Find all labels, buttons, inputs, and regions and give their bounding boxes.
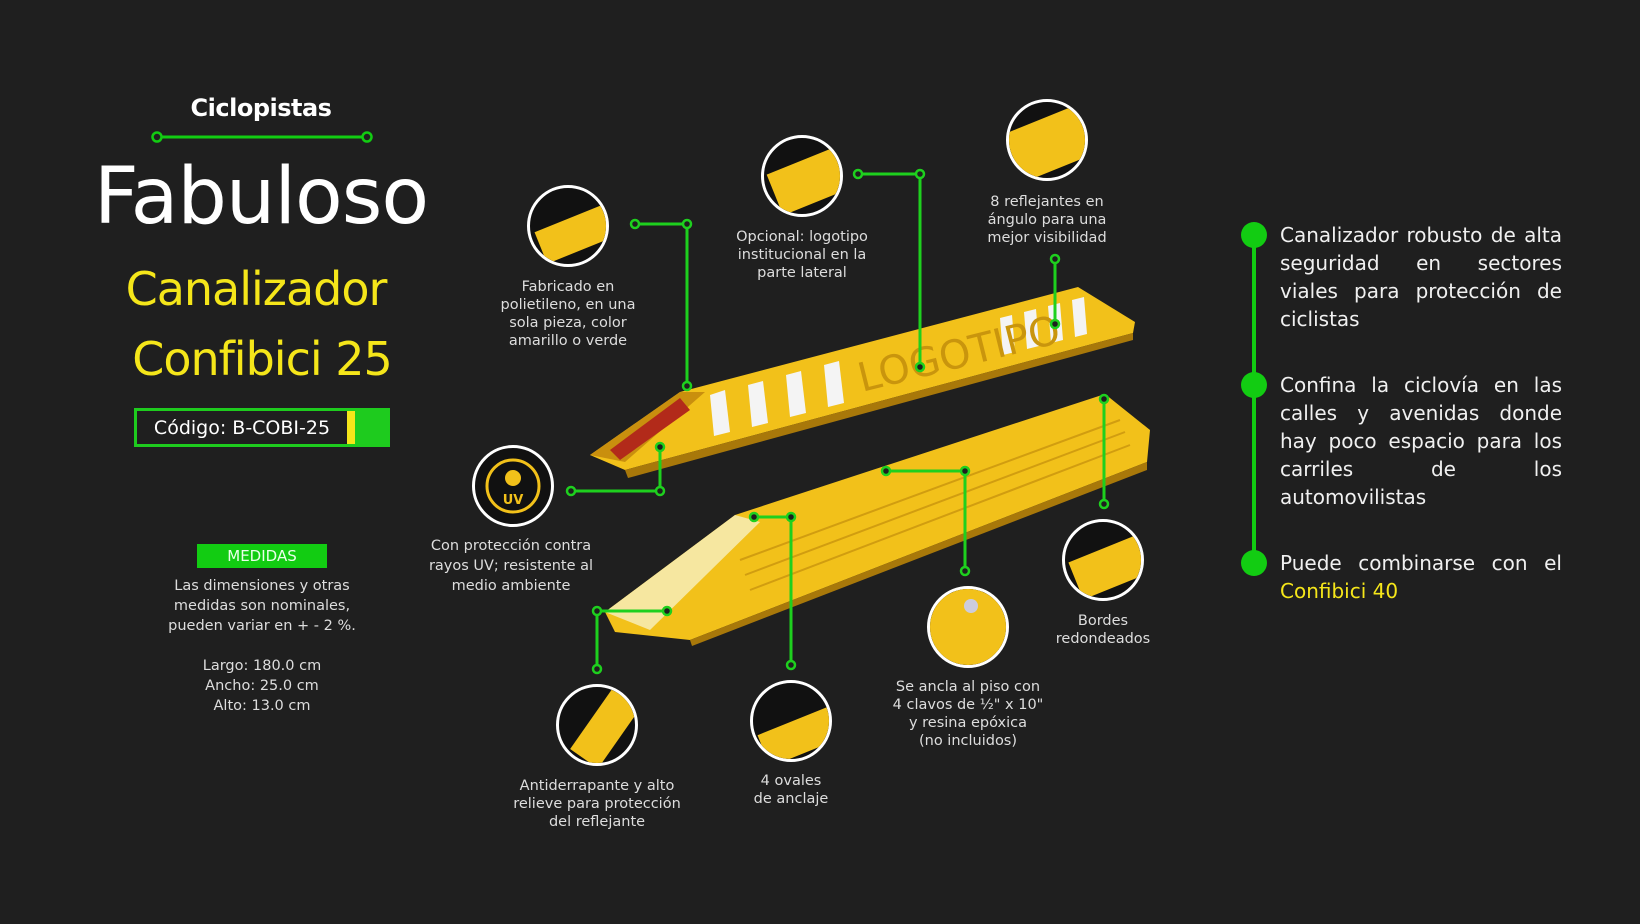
svg-text:UV: UV	[503, 493, 524, 508]
anchor-oval-icon	[750, 680, 832, 762]
product-name-line1: Canalizador	[125, 262, 388, 316]
feature-2: Confina la ciclovía en las calles y aven…	[1280, 373, 1562, 509]
note-line: pueden variar en + - 2 %.	[168, 618, 356, 634]
title-divider	[151, 131, 373, 143]
measures-label: MEDIDAS	[197, 544, 327, 568]
polyethylene-icon	[527, 185, 609, 267]
nail-icon	[927, 586, 1009, 668]
feature-1: Canalizador robusto de alta seguridad en…	[1280, 223, 1562, 331]
features-timeline	[1252, 235, 1256, 563]
rounded-edge-icon	[1062, 519, 1144, 601]
anti-slip-icon	[556, 684, 638, 766]
uv-icon: UV	[472, 445, 554, 527]
bullet-icon	[1241, 372, 1267, 398]
reflector-icon	[1006, 99, 1088, 181]
feature-3-text: Puede combinarse con el	[1280, 551, 1562, 575]
note-line: medidas son nominales,	[173, 598, 351, 614]
product-code-box: Código: B-COBI-25	[134, 408, 390, 447]
product-code: Código: B-COBI-25	[153, 416, 331, 439]
dimension-length: Largo: 180.0 cm	[202, 658, 322, 674]
product-name-line2: Confibici 25	[132, 332, 393, 386]
logo-icon	[761, 135, 843, 217]
brand-title: Fabuloso	[93, 152, 429, 242]
bottom-channelizer	[605, 394, 1150, 646]
bullet-icon	[1241, 222, 1267, 248]
dimension-height: Alto: 13.0 cm	[213, 698, 311, 714]
measures-note: Las dimensiones y otras medidas son nomin…	[168, 576, 356, 716]
category-title: Ciclopistas	[190, 94, 332, 122]
dimension-width: Ancho: 25.0 cm	[205, 678, 319, 694]
bullet-icon	[1241, 550, 1267, 576]
note-line: Las dimensiones y otras	[174, 578, 350, 594]
confibici-40-link: Confibici 40	[1280, 579, 1399, 603]
feature-3: Puede combinarse con el Confibici 40	[1280, 549, 1562, 605]
